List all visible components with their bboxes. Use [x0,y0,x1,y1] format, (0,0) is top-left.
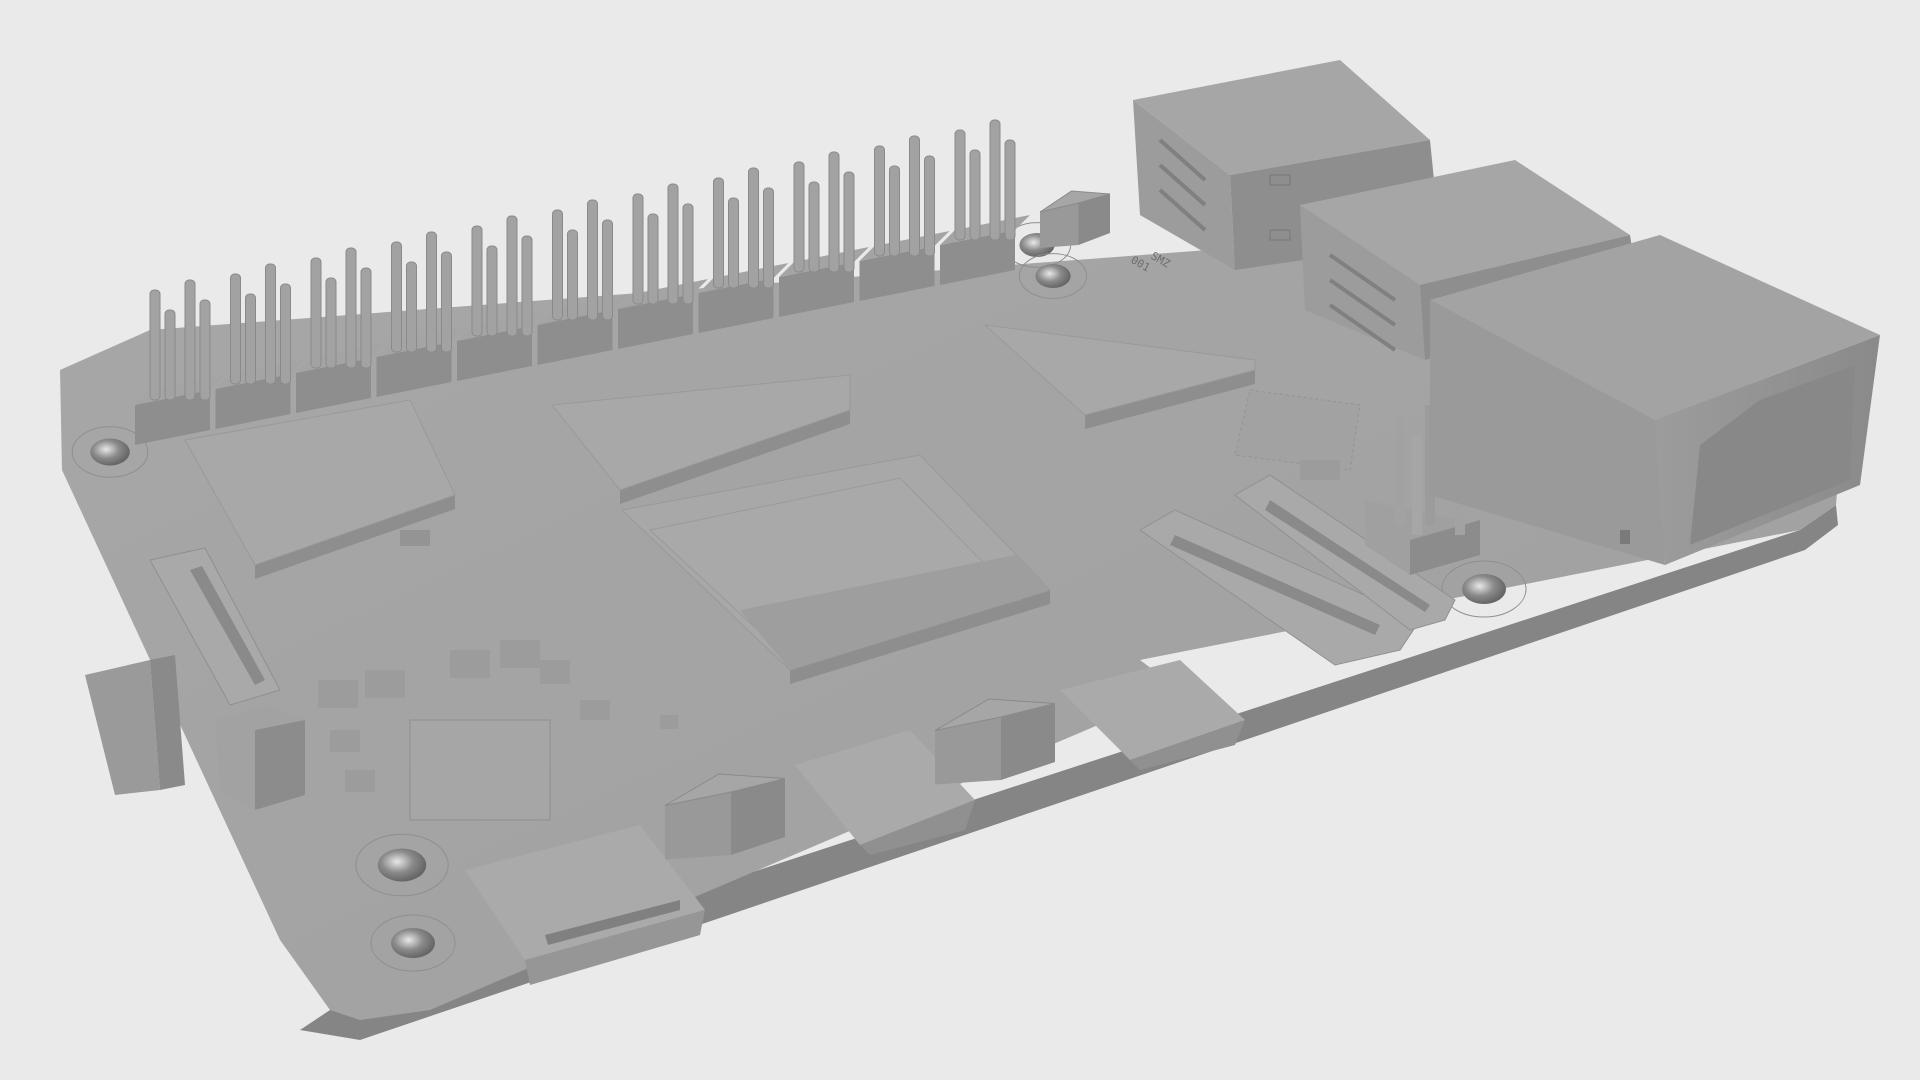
ram-chip-right [983,324,1256,416]
jst-connector-1 [664,773,786,860]
micro-hdmi-port-2 [1060,660,1245,770]
gpio-pin [713,177,724,289]
mount-hole-ring [370,914,456,972]
gpio-block [940,119,1030,285]
ram-chip-top-side [620,410,850,504]
gpio-block [779,151,869,317]
gpio-pin [748,167,759,289]
gpio-pin [486,245,498,337]
ram-chip-top [551,374,851,491]
gpio-pin [199,299,211,401]
gpio-pin [728,197,739,289]
gpio-pin [184,279,196,401]
mount-hole-ring [71,426,149,478]
gpio-pin [602,219,613,321]
gpio-pin [682,203,694,305]
gpio-pin [843,171,855,273]
ram-chip-right-side [1085,370,1255,429]
ram-chip-left-side [255,495,455,579]
gpio-pin [874,145,885,257]
mount-hole [1035,264,1071,288]
mount-hole [377,848,427,882]
mount-hole [1462,574,1506,604]
mount-hole-ring [355,833,449,897]
gpio-pin [406,261,417,353]
gpio-pin [587,199,598,321]
gpio-pin [793,161,805,273]
jst-connectors [664,190,1111,860]
gpio-pin [360,267,372,369]
jst-connector-top [1039,190,1111,248]
mount-hole-ring [1018,253,1088,299]
gpio-pin [265,263,276,385]
camera-connector-2 [1234,474,1456,631]
gpio-block [457,215,547,381]
gpio-pin [230,273,241,385]
gpio-pin [889,165,900,257]
usb-c-port-power [465,825,705,985]
mounting-holes [71,222,1527,972]
rj45-ethernet-port [1430,235,1880,565]
gpio-pin [245,293,256,385]
passive-components [318,389,1361,821]
gpio-pin [647,213,659,305]
jst-connector-2 [934,698,1056,785]
gpio-pin [310,257,322,369]
power-button [215,705,305,810]
ram-chip-left [184,399,456,566]
gpio-pin [567,229,578,321]
mount-hole [391,928,435,958]
soc [648,477,1050,670]
gpio-block [135,279,225,445]
gpio-pin [808,181,820,273]
gpio-pin [441,251,452,353]
gpio-pin [345,247,357,369]
gpio-pin [325,277,337,369]
gpio-pin [924,155,935,257]
gpio-pin [280,283,291,385]
gpio-pin [632,193,644,305]
gpio-pin [506,215,518,337]
gpio-pin [391,241,402,353]
mount-hole [90,438,130,466]
gpio-block [537,199,628,365]
display-connector-left [149,547,281,706]
gpio-pin [763,187,774,289]
gpio-pin [828,151,840,273]
gpio-header [135,119,1030,445]
soc-heatspreader-side [790,590,1050,684]
gpio-pin [552,209,563,321]
gpio-pin [909,135,920,257]
gpio-pin [164,309,176,401]
gpio-block [215,263,306,429]
gpio-pin [471,225,483,337]
gpio-pin [954,129,966,241]
micro-hdmi-port-1 [795,730,975,855]
gpio-block [376,231,467,397]
microsd-card [85,655,185,795]
gpio-block [618,183,708,349]
gpio-block [296,247,386,413]
gpio-pin [969,149,981,241]
gpio-pin [1004,139,1016,241]
gpio-pin [149,289,161,401]
gpio-pin [426,231,437,353]
gpio-block [859,135,950,301]
gpio-pin [521,235,533,337]
gpio-block [698,167,789,333]
mount-hole-ring [1441,560,1527,618]
gpio-pin [989,119,1001,241]
camera-connector-1 [1139,509,1421,666]
gpio-pin [667,183,679,305]
